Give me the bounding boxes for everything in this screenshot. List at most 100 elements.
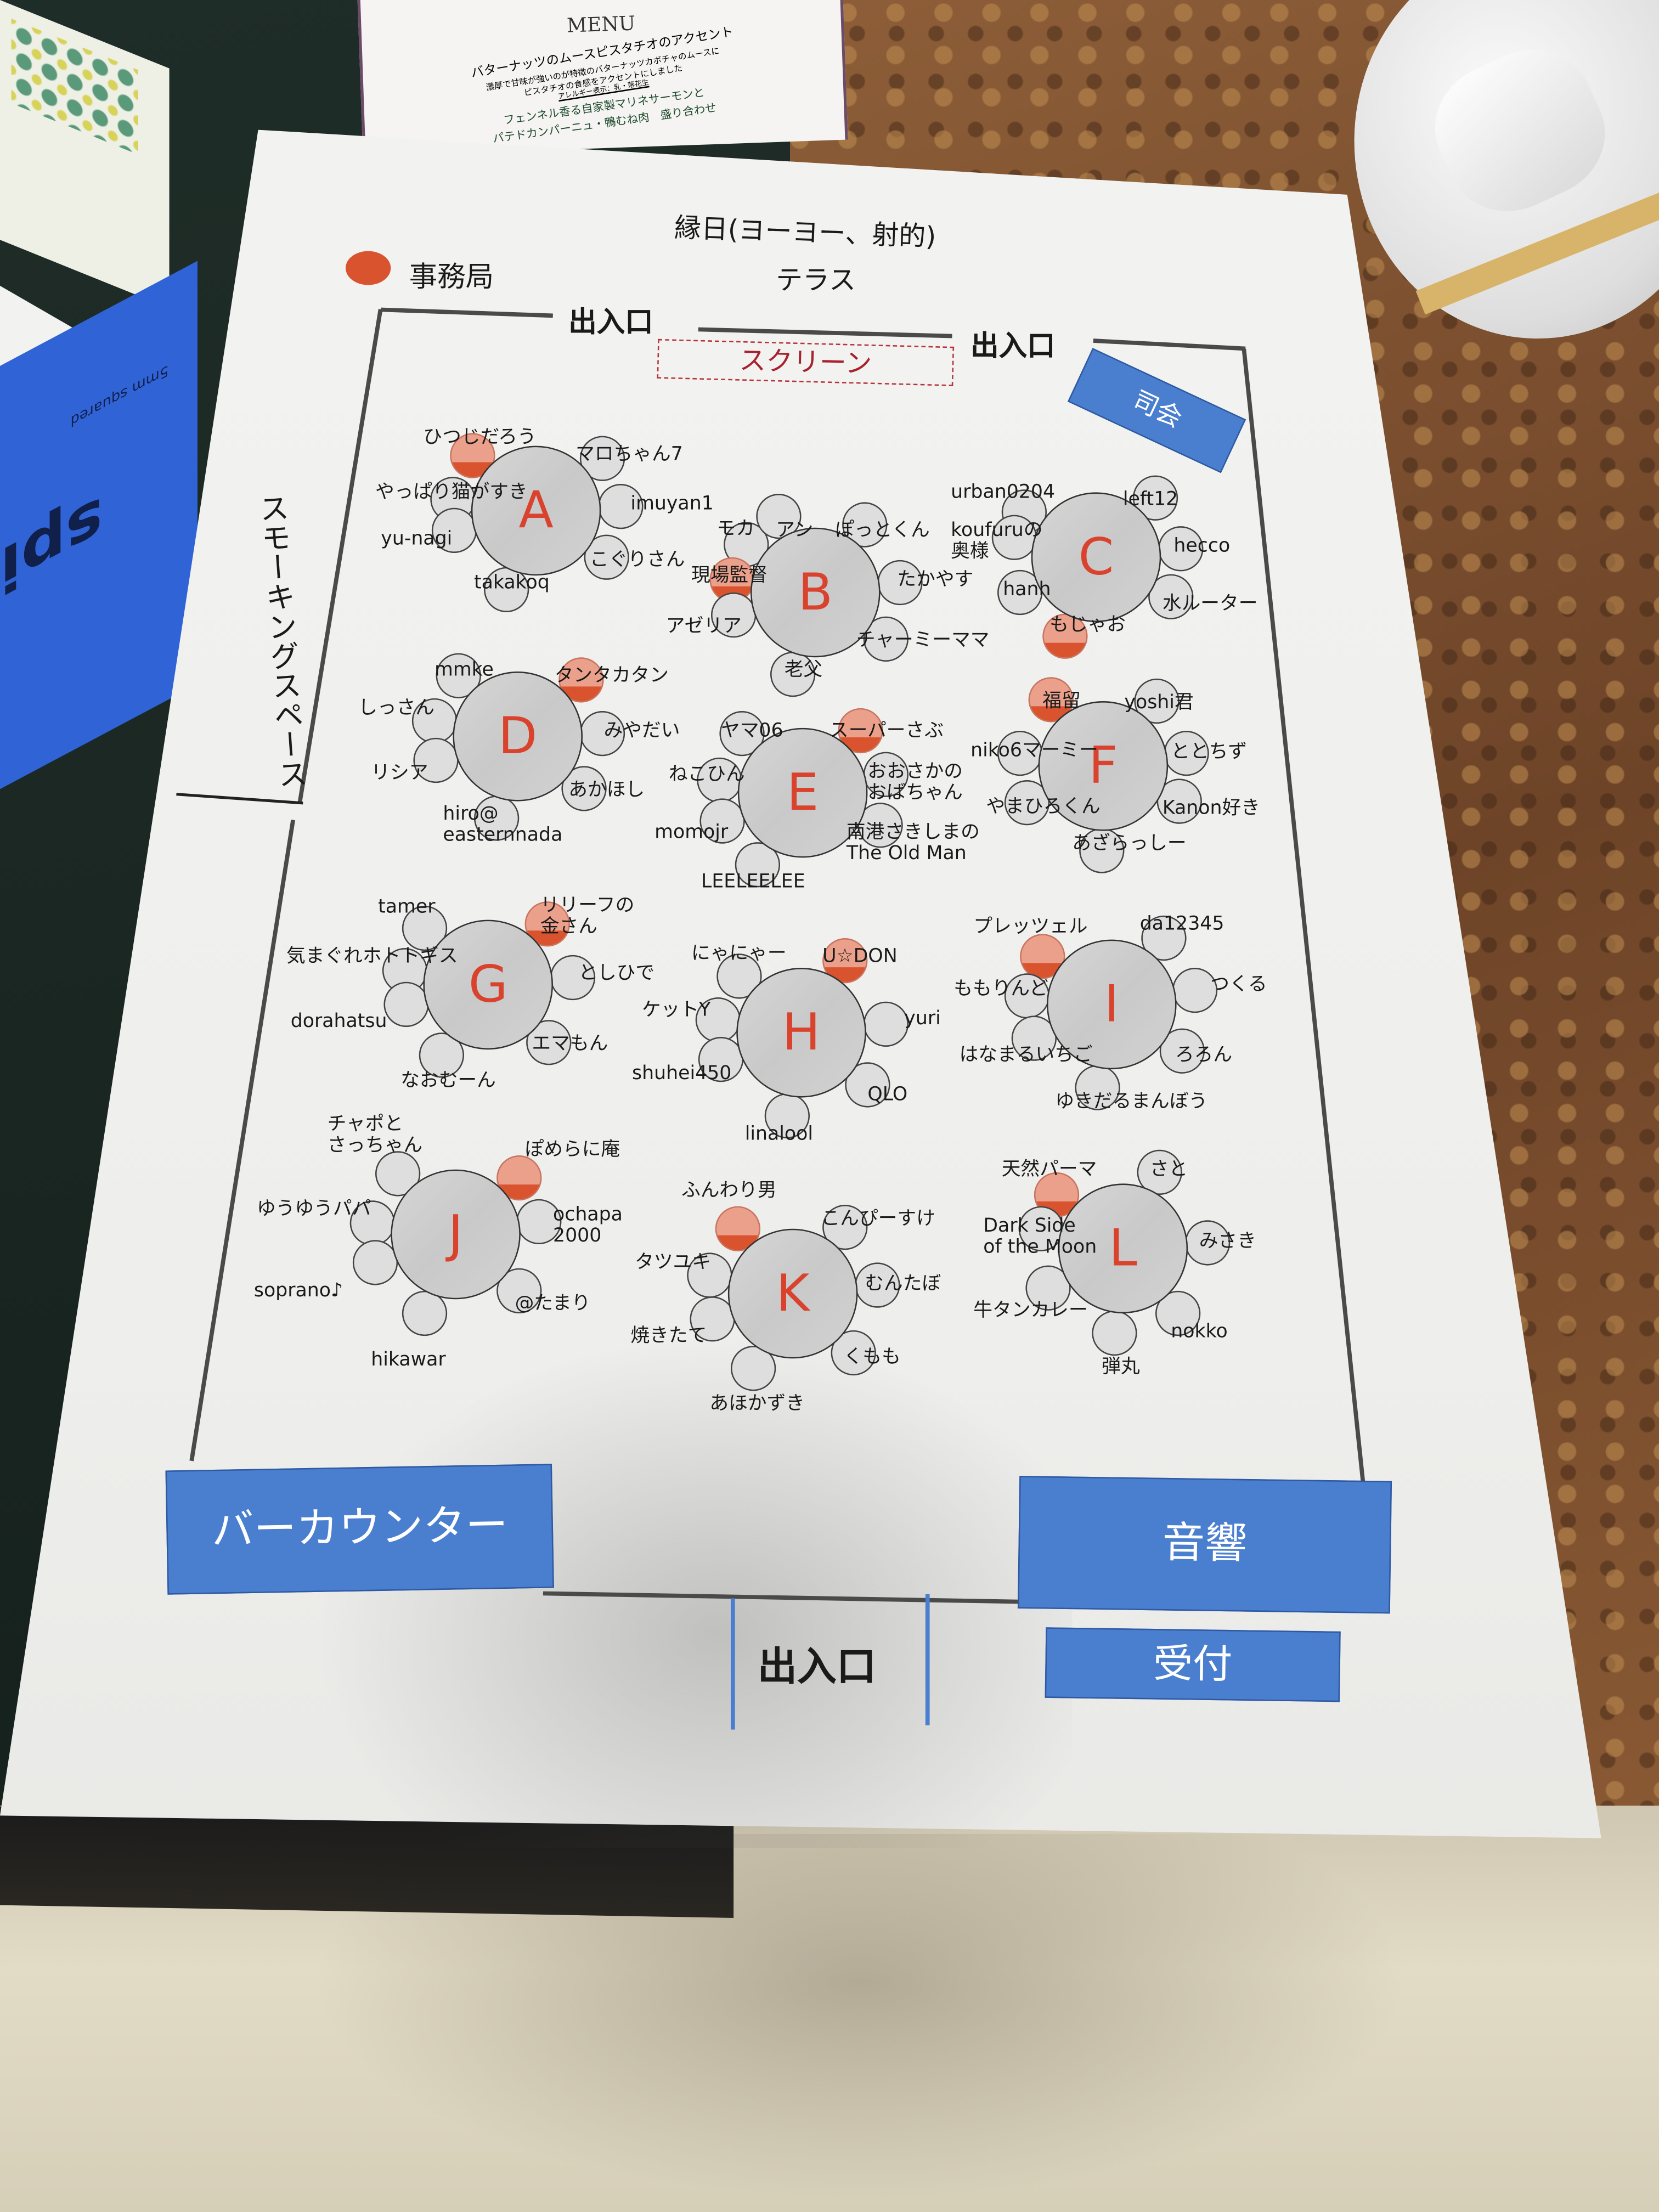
door-frame-left <box>731 1598 735 1730</box>
guest-name: チャポと <box>327 1113 404 1136</box>
guest-name: にゃにゃー <box>691 942 787 965</box>
guest-name: 福留 <box>1042 690 1081 713</box>
table-letter: B <box>798 564 833 622</box>
guest-name: リリーフの <box>540 894 635 917</box>
guest-name: hikawar <box>371 1348 446 1372</box>
guest-name: ろろん <box>1175 1043 1233 1066</box>
guest-name: なおむーん <box>400 1069 496 1092</box>
seat <box>698 1037 744 1082</box>
guest-name: ケットY <box>642 998 711 1022</box>
guest-name: ゆきだるまんぼう <box>1055 1090 1208 1113</box>
guest-name: つくる <box>1210 973 1267 996</box>
guest-name: 水ルーター <box>1162 592 1258 616</box>
guest-name: 焼きたて <box>630 1324 707 1347</box>
guest-name: 2000 <box>553 1224 602 1248</box>
sound-booth: 音響 <box>1017 1476 1392 1614</box>
bar-counter: バーカウンター <box>165 1464 554 1595</box>
guest-name: takakoq <box>474 571 550 594</box>
guest-name: ヤマ06 <box>721 719 783 742</box>
guest-name: @たまり <box>515 1292 591 1315</box>
guest-name: linalool <box>744 1122 814 1146</box>
smoking-space-label: スモーキングスペース <box>255 492 309 790</box>
guest-name: としひで <box>578 962 655 985</box>
seat <box>517 1199 562 1245</box>
entrance-top-right: 出入口 <box>970 329 1056 363</box>
seat <box>383 982 429 1028</box>
table-letter: G <box>468 956 508 1014</box>
wall-top <box>698 327 952 338</box>
seat <box>349 1200 394 1245</box>
table-j: J <box>391 1169 521 1300</box>
table-letter: I <box>1104 976 1119 1034</box>
guest-name: easternnada <box>443 823 563 847</box>
table-letter: A <box>518 482 554 540</box>
smoking-divider <box>176 793 303 805</box>
table-letter: J <box>448 1206 464 1264</box>
guest-name: おおさかの <box>867 760 963 783</box>
guest-name: imuyan1 <box>630 492 714 515</box>
reception-desk: 受付 <box>1045 1627 1341 1702</box>
guest-name: 天然パーマ <box>1001 1158 1097 1181</box>
staff-seat <box>838 708 883 754</box>
guest-name: yuri <box>904 1007 941 1030</box>
guest-name: ぽっとくん <box>835 519 930 542</box>
guest-name: こんぴーすけ <box>821 1207 935 1231</box>
wall-top <box>381 307 553 317</box>
table-a: A <box>471 445 601 576</box>
guest-name: QLO <box>867 1083 908 1106</box>
guest-name: アゼリア <box>665 615 742 638</box>
guest-name: koufuruの <box>951 519 1043 542</box>
guest-name: of the Moon <box>983 1235 1097 1259</box>
seat <box>711 592 757 637</box>
guest-name: モカ <box>716 517 755 540</box>
table-b: B <box>751 527 881 658</box>
guest-name: タンタカタン <box>554 664 669 687</box>
guest-name: しっさん <box>358 697 435 720</box>
seat <box>731 1346 776 1391</box>
table-letter: E <box>786 764 819 823</box>
guest-name: みやだい <box>603 719 680 742</box>
seat <box>1079 828 1125 873</box>
door-frame-right <box>925 1594 930 1725</box>
festival-area-label: 縁日(ヨーヨー、射的) <box>674 212 937 253</box>
guest-name: さと <box>1149 1158 1188 1181</box>
guest-name: マロちゃん7 <box>575 443 683 466</box>
guest-name: こぐりさん <box>589 549 685 572</box>
seat <box>419 1033 465 1079</box>
guest-name: tamer <box>378 895 436 918</box>
guest-name: あほかずき <box>709 1392 805 1415</box>
guest-name: アン <box>776 519 814 542</box>
seat <box>598 484 644 530</box>
guest-name: みさき <box>1199 1230 1256 1253</box>
wall-left-upper <box>298 309 383 804</box>
terrace-label: テラス <box>776 265 856 296</box>
seat <box>862 752 908 798</box>
staff-seat <box>1028 677 1073 723</box>
table-letter: H <box>782 1004 821 1063</box>
wall-top <box>1093 338 1246 351</box>
guest-name: もじゃお <box>1049 613 1126 636</box>
guest-name: 気まぐれホトトギス <box>286 945 458 968</box>
seat <box>431 508 477 554</box>
seat <box>483 567 529 613</box>
guest-name: nokko <box>1171 1320 1228 1343</box>
table-l: L <box>1058 1183 1188 1313</box>
seat <box>1172 968 1218 1014</box>
guest-name: ぽめらに庵 <box>524 1138 620 1161</box>
guest-name: 金さん <box>540 915 597 938</box>
guest-name: The Old Man <box>846 842 967 865</box>
guest-name: ひつじだろう <box>423 426 537 449</box>
guest-name: おばちゃん <box>867 781 963 804</box>
table-e: E <box>737 727 868 858</box>
table-letter: F <box>1088 737 1118 796</box>
table-letter: C <box>1078 529 1114 587</box>
guest-name: 奥様 <box>951 540 989 563</box>
screen-area: スクリーン <box>657 338 955 386</box>
seat <box>991 515 1037 560</box>
guest-name: yu-nagi <box>381 527 453 550</box>
entrance-top-left: 出入口 <box>568 304 653 339</box>
guest-name: hanh <box>1003 578 1051 601</box>
seat <box>414 737 459 783</box>
